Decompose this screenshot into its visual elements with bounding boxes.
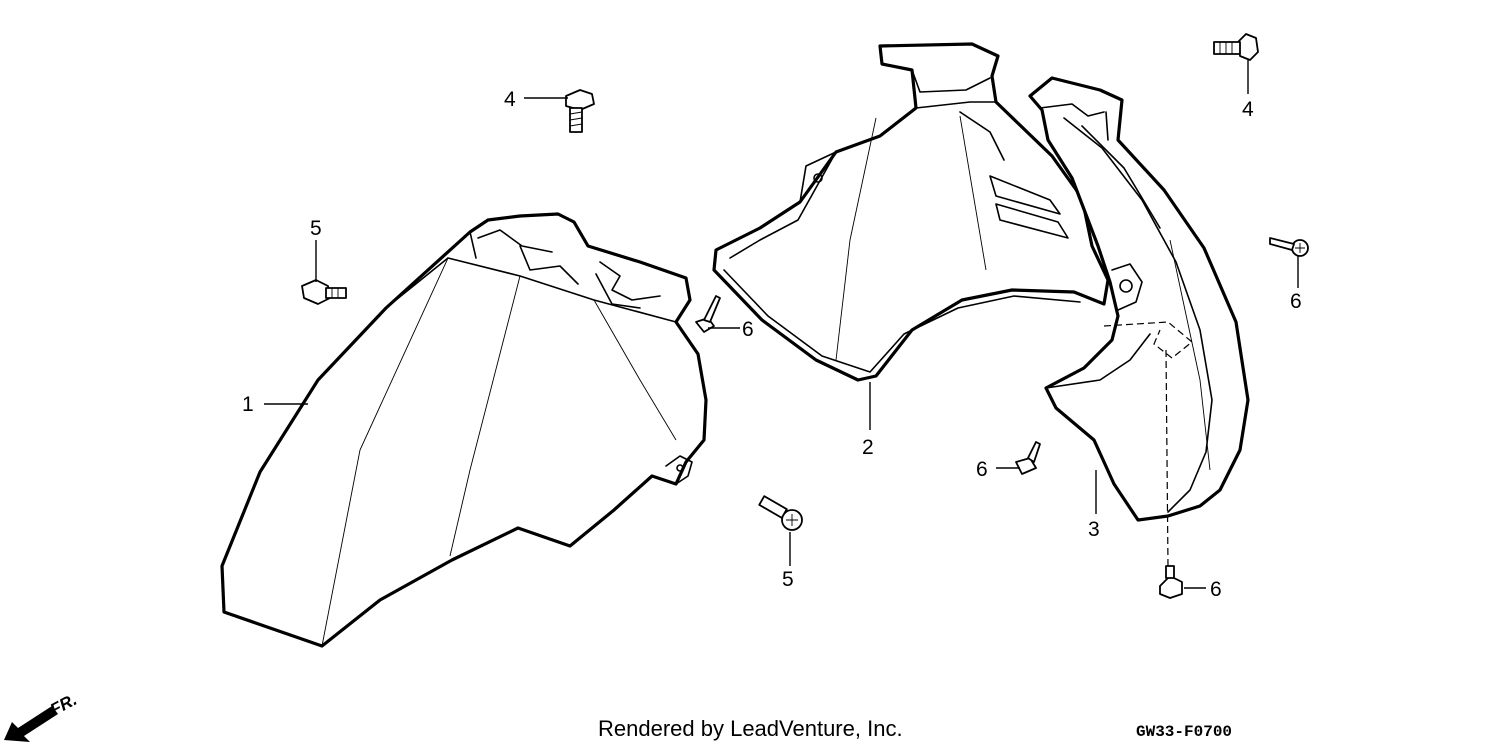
callout-screw-6-b: 6 (1290, 290, 1302, 313)
front-direction-arrow-icon: FR. (4, 690, 80, 742)
screw-5-bottom[interactable] (758, 495, 803, 531)
screw-6-a[interactable] (695, 295, 721, 333)
render-credit: Rendered by LeadVenture, Inc. (598, 716, 903, 741)
callout-bolt-4-right: 4 (1242, 98, 1254, 121)
rear-shroud-part[interactable] (1028, 76, 1250, 522)
inner-fender-part[interactable] (712, 42, 1110, 382)
callout-bolt-4-left: 4 (504, 88, 516, 111)
hidden-mount-line (1103, 321, 1193, 567)
callout-part-1: 1 (242, 393, 254, 416)
callout-screw-5-bottom: 5 (782, 568, 794, 591)
screw-6-d[interactable] (1159, 565, 1183, 599)
callout-screw-6-a: 6 (742, 318, 754, 341)
front-fender-part[interactable] (220, 212, 708, 648)
callout-part-2: 2 (862, 436, 874, 459)
diagram-code: GW33-F0700 (1136, 723, 1233, 741)
bolt-4-left[interactable] (565, 89, 595, 133)
callout-part-3: 3 (1088, 518, 1100, 541)
callout-screw-6-c: 6 (976, 458, 988, 481)
screw-6-b[interactable] (1269, 237, 1309, 257)
bolt-4-right[interactable] (1213, 33, 1259, 61)
screw-6-c[interactable] (1015, 441, 1041, 475)
leader-lines (264, 60, 1299, 589)
callout-screw-5-left: 5 (310, 217, 322, 240)
screw-5-left[interactable] (301, 279, 347, 305)
callout-screw-6-d: 6 (1210, 578, 1222, 601)
